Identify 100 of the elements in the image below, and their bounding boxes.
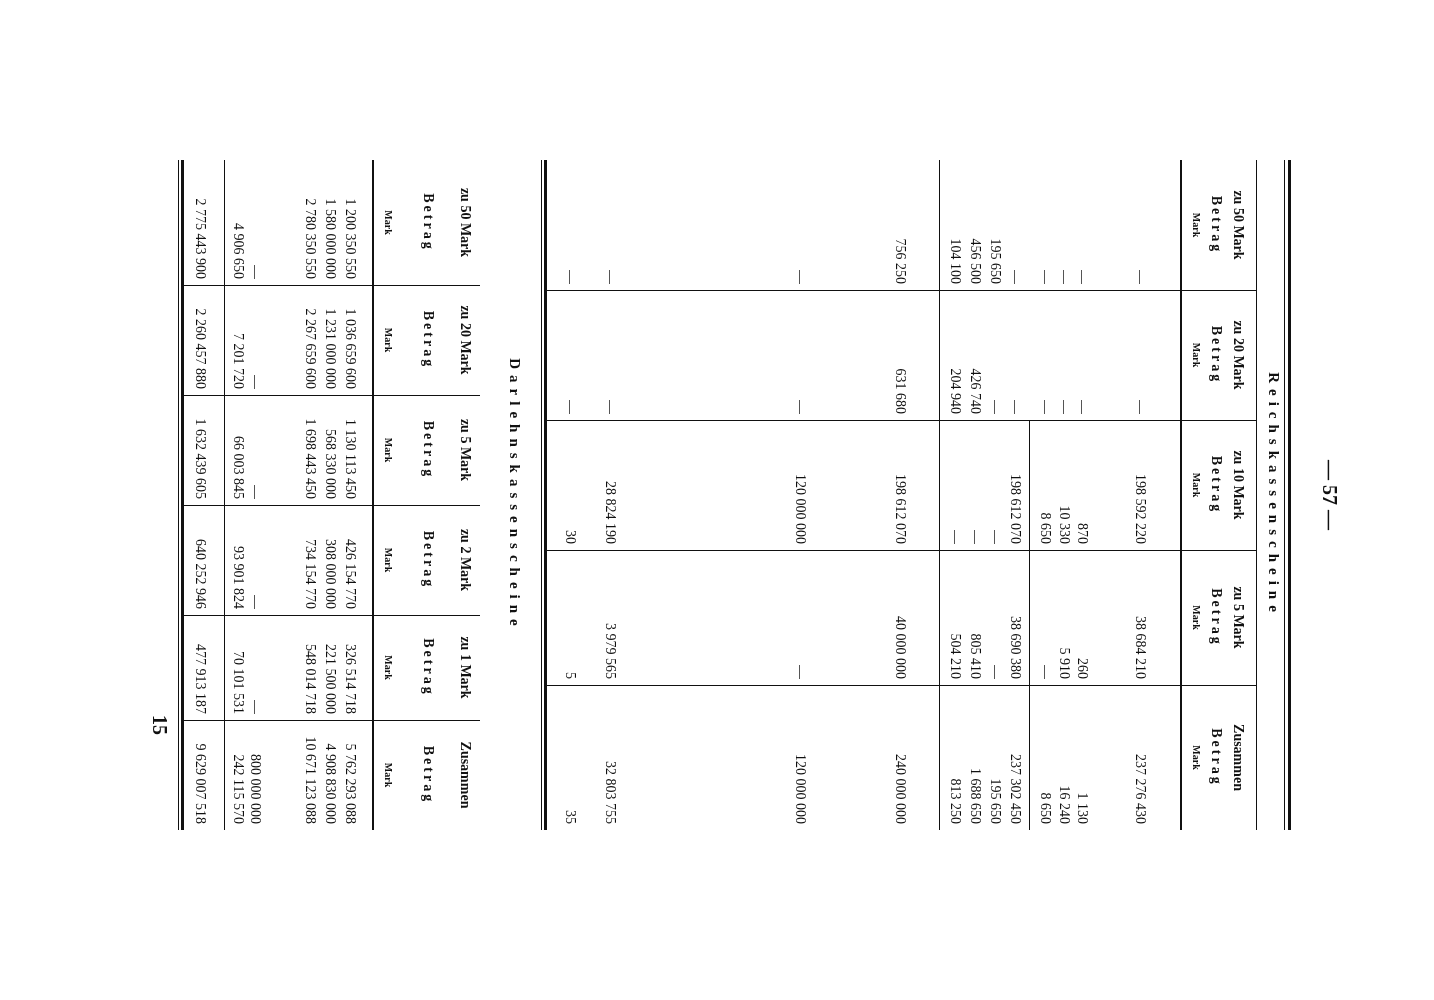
column-header: Mark xyxy=(382,762,395,788)
amount-value: 5 xyxy=(562,672,579,679)
amount-value: — xyxy=(1037,665,1054,679)
amount-value: 308 000 000 xyxy=(322,539,339,609)
amount-value: — xyxy=(1007,270,1024,284)
amount-value: 640 252 946 xyxy=(192,539,209,609)
column-header: Betrag xyxy=(420,310,437,370)
amount-value: — xyxy=(1007,400,1024,414)
amount-value: — xyxy=(247,265,264,279)
amount-value: 38 690 380 xyxy=(1007,616,1024,679)
amount-value: 237 276 430 xyxy=(1132,754,1149,824)
amount-value: 198 612 070 xyxy=(892,474,909,544)
amount-value: 426 740 xyxy=(967,368,984,414)
column-header: Mark xyxy=(1190,342,1203,368)
amount-value: 195 650 xyxy=(987,778,1004,824)
column-header: Betrag xyxy=(420,638,437,697)
amount-value: 1 036 659 600 xyxy=(342,308,359,389)
amount-value: 1 130 113 450 xyxy=(342,419,359,499)
column-header: Betrag xyxy=(1208,455,1225,515)
column-header: Mark xyxy=(1190,212,1203,238)
amount-value: 734 154 770 xyxy=(302,539,319,609)
amount-value: 40 000 000 xyxy=(892,616,909,679)
amount-value: 8 650 xyxy=(1037,512,1054,544)
amount-value: — xyxy=(1132,270,1149,284)
amount-value: 8 650 xyxy=(1037,792,1054,824)
column-header: zu 50 Mark xyxy=(457,187,474,258)
amount-value: 813 250 xyxy=(947,778,964,824)
amount-value: — xyxy=(1074,270,1091,284)
column-header: Zusammen xyxy=(457,741,474,809)
amount-value: 30 xyxy=(562,530,579,544)
column-header: Mark xyxy=(382,655,395,680)
amount-value: 242 115 570 xyxy=(230,754,247,824)
amount-value: 1 130 xyxy=(1074,792,1091,824)
amount-value: 2 267 659 600 xyxy=(302,308,319,389)
amount-value: — xyxy=(1132,400,1149,414)
amount-value: 198 592 220 xyxy=(1132,474,1149,544)
amount-value: 756 250 xyxy=(892,238,909,284)
amount-value: 120 000 000 xyxy=(792,474,809,544)
amount-value: — xyxy=(247,375,264,389)
amount-value: 805 410 xyxy=(967,633,984,679)
amount-value: — xyxy=(247,595,264,609)
page-number: — 57 — xyxy=(1321,460,1339,530)
amount-value: 456 500 xyxy=(967,238,984,284)
amount-value: 5 910 xyxy=(1056,647,1073,679)
column-header: Betrag xyxy=(1208,325,1225,385)
amount-value: 66 003 845 xyxy=(230,436,247,499)
column-header: Betrag xyxy=(420,420,437,480)
amount-value: 326 514 718 xyxy=(342,644,359,714)
column-header: Mark xyxy=(382,327,395,353)
amount-value: 10 671 123 088 xyxy=(302,736,319,824)
amount-value: 568 330 000 xyxy=(322,429,339,499)
amount-value: 198 612 070 xyxy=(1007,474,1024,544)
amount-value: 1 632 439 605 xyxy=(192,418,209,499)
amount-value: 35 xyxy=(562,810,579,824)
amount-value: — xyxy=(792,665,809,679)
column-header: Betrag xyxy=(420,530,437,590)
column-header: zu 5 Mark xyxy=(457,418,474,482)
amount-value: — xyxy=(1037,400,1054,414)
column-header: Betrag xyxy=(420,745,437,805)
amount-value: 426 154 770 xyxy=(342,539,359,609)
column-header: Mark xyxy=(1190,745,1203,770)
amount-value: 38 684 210 xyxy=(1132,616,1149,679)
amount-value: 870 xyxy=(1074,523,1091,544)
column-header: zu 2 Mark xyxy=(457,528,474,592)
table-title: Darlehnskassenscheine xyxy=(506,358,524,632)
amount-value: — xyxy=(1037,270,1054,284)
signature-mark: 15 xyxy=(151,715,169,735)
amount-value: 1 231 000 000 xyxy=(322,308,339,389)
amount-value: 2 780 350 550 xyxy=(302,198,319,279)
amount-value: — xyxy=(247,485,264,499)
amount-value: — xyxy=(792,270,809,284)
amount-value: 477 913 187 xyxy=(192,644,209,714)
amount-value: 260 xyxy=(1074,658,1091,679)
amount-value: — xyxy=(1056,400,1073,414)
column-header: zu 5 Mark xyxy=(1230,586,1247,649)
amount-value: 10 330 xyxy=(1056,505,1073,544)
amount-value: 104 100 xyxy=(947,238,964,284)
amount-value: — xyxy=(1074,400,1091,414)
amount-value: 1 688 650 xyxy=(967,768,984,824)
column-header: Betrag xyxy=(1208,588,1225,647)
amount-value: 28 824 190 xyxy=(602,481,619,544)
amount-value: 3 979 565 xyxy=(602,623,619,679)
amount-value: 240 000 000 xyxy=(892,754,909,824)
amount-value: 70 101 531 xyxy=(230,651,247,714)
column-header: Betrag xyxy=(420,193,437,252)
amount-value: 32 803 755 xyxy=(602,761,619,824)
amount-value: 5 762 293 088 xyxy=(342,743,359,824)
column-header: Mark xyxy=(382,210,395,235)
amount-value: — xyxy=(967,530,984,544)
amount-value: — xyxy=(602,270,619,284)
amount-value: 221 500 000 xyxy=(322,644,339,714)
column-header: Mark xyxy=(382,437,395,463)
amount-value: 93 901 824 xyxy=(230,546,247,609)
amount-value: — xyxy=(562,270,579,284)
amount-value: — xyxy=(247,700,264,714)
amount-value: — xyxy=(602,400,619,414)
amount-value: — xyxy=(1056,270,1073,284)
column-header: zu 20 Mark xyxy=(1230,320,1247,390)
amount-value: 800 000 000 xyxy=(247,754,264,824)
amount-value: 548 014 718 xyxy=(302,644,319,714)
